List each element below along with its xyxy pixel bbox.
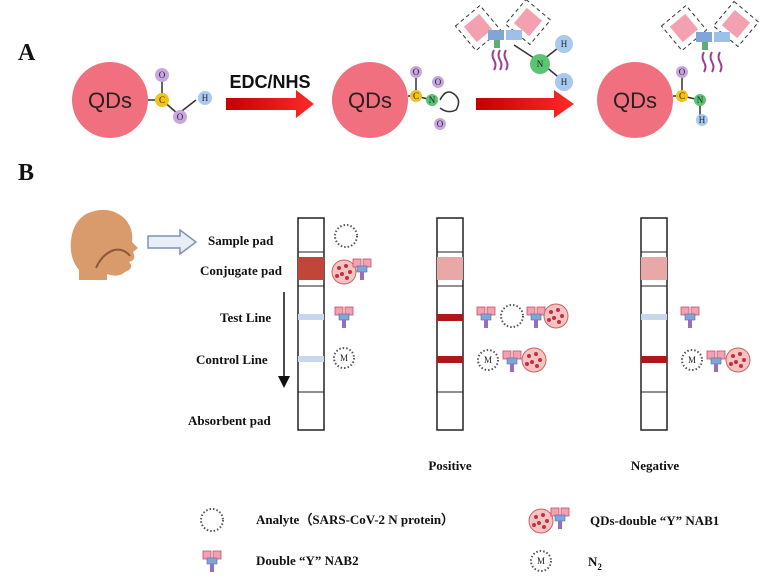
carbon-label-1: C xyxy=(159,95,165,105)
amine-hydrogen-2 xyxy=(555,73,573,91)
conjugated-antibody xyxy=(660,0,760,73)
reaction-arrow-2 xyxy=(476,90,574,118)
legend-n2-text: N2 xyxy=(588,554,602,572)
amine-h-label-1: H xyxy=(561,39,568,49)
qd-label-2: QDs xyxy=(348,88,392,113)
carbon-atom-2 xyxy=(410,90,422,102)
legend-qd-ab-icon xyxy=(550,507,570,530)
oxygen-atom-1 xyxy=(155,68,169,82)
amine-nitrogen-label: N xyxy=(537,59,544,69)
negative-label: Negative xyxy=(631,458,680,473)
negative-strip xyxy=(640,217,668,431)
carbon-label-2: C xyxy=(413,91,419,101)
human-head-icon xyxy=(70,209,138,280)
nitrogen-atom-1 xyxy=(426,94,438,106)
legend-analyte-icon xyxy=(200,508,224,532)
legend-qd-nab1-text: QDs-double “Y” NAB1 xyxy=(590,513,719,528)
conjugate-pad-label: Conjugate pad xyxy=(200,263,283,278)
oxygen-label-6: O xyxy=(679,67,686,77)
oxygen-label-4: O xyxy=(435,77,442,87)
legend-n2-sub: 2 xyxy=(597,562,602,572)
carbon-atom-1 xyxy=(155,93,169,107)
analyte-glyph-1 xyxy=(334,224,358,248)
sample-arrow xyxy=(147,228,198,256)
n2-glyph-1 xyxy=(333,347,355,369)
hydrogen-atom-2 xyxy=(696,114,708,126)
legend-n2-main: N xyxy=(588,554,598,569)
legend-n2-icon xyxy=(530,550,552,572)
test-line-label: Test Line xyxy=(220,310,271,325)
qd-glyph-negative-control xyxy=(725,347,751,373)
oxygen-label-1: O xyxy=(159,70,166,80)
nab1-glyph-positive-test xyxy=(526,306,546,329)
nitrogen-label-1: N xyxy=(429,95,436,105)
positive-strip xyxy=(436,217,464,431)
qd-label-1: QDs xyxy=(88,88,132,113)
qd-sphere-3 xyxy=(597,62,673,138)
carbon-label-3: C xyxy=(679,91,685,101)
qd-label-3: QDs xyxy=(613,88,657,113)
legend-qd-icon xyxy=(528,508,554,534)
oxygen-atom-4 xyxy=(432,76,444,88)
panel-a-label: A xyxy=(18,40,36,66)
oxygen-label-5: O xyxy=(437,119,444,129)
amine-h-label-2: H xyxy=(561,77,568,87)
antibody-reagent xyxy=(454,0,552,71)
qd-sphere-2 xyxy=(332,62,408,138)
panel-b-label: B xyxy=(18,160,34,186)
nab2-glyph-positive xyxy=(476,306,496,329)
nitrogen-atom-2 xyxy=(694,94,706,106)
amine-nitrogen xyxy=(530,54,550,74)
hydrogen-label-1: H xyxy=(202,93,209,103)
nab2-glyph-1 xyxy=(334,306,354,329)
sample-pad-label: Sample pad xyxy=(208,233,274,248)
legend-nab2-text: Double “Y” NAB2 xyxy=(256,553,359,568)
positive-label: Positive xyxy=(428,458,472,473)
reaction-arrow-1 xyxy=(226,90,314,118)
hydrogen-atom-1 xyxy=(198,91,212,105)
qd-sphere-1 xyxy=(72,62,148,138)
hydrogen-label-2: H xyxy=(699,115,706,125)
absorbent-pad-label: Absorbent pad xyxy=(188,413,271,428)
amine-hydrogen-1 xyxy=(555,35,573,53)
qd-nab1-glyph-1 xyxy=(331,259,357,285)
legend-analyte-text: Analyte（SARS-CoV-2 N protein） xyxy=(256,512,454,527)
oxygen-atom-2 xyxy=(173,110,187,124)
nitrogen-label-2: N xyxy=(697,95,704,105)
n2-glyph-positive xyxy=(477,349,499,371)
control-line-label: Control Line xyxy=(196,352,268,367)
oxygen-label-2: O xyxy=(177,112,184,122)
oxygen-atom-3 xyxy=(410,66,422,78)
carbon-atom-3 xyxy=(676,90,688,102)
n2-glyph-negative xyxy=(681,349,703,371)
qd-glyph-positive-test xyxy=(543,303,569,329)
legend-nab2-icon xyxy=(202,550,222,573)
nhs-ring xyxy=(439,91,460,113)
oxygen-atom-5 xyxy=(434,118,446,130)
oxygen-label-3: O xyxy=(413,67,420,77)
reference-strip xyxy=(297,217,325,431)
qd-glyph-positive-control xyxy=(521,347,547,373)
oxygen-atom-6 xyxy=(676,66,688,78)
nab2-glyph-negative xyxy=(680,306,700,329)
analyte-glyph-positive xyxy=(500,304,524,328)
nab1-glyph-positive-control xyxy=(502,350,522,373)
reagent-label: EDC/NHS xyxy=(229,72,310,92)
nab1-glyph-negative-control xyxy=(706,350,726,373)
